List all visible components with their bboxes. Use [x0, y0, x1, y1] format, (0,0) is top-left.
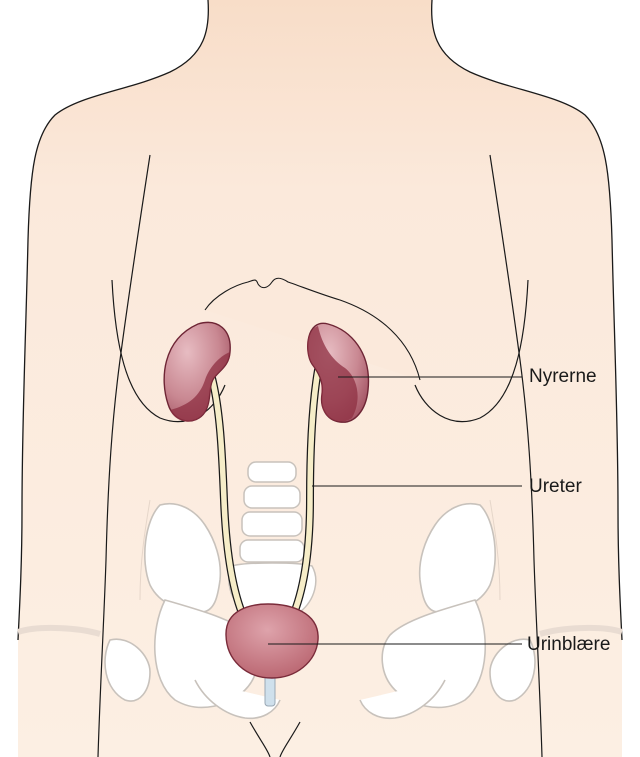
label-bladder: Urinblære [527, 635, 610, 654]
label-ureter: Ureter [529, 477, 582, 496]
bladder [226, 604, 318, 678]
label-kidneys: Nyrerne [529, 367, 597, 386]
